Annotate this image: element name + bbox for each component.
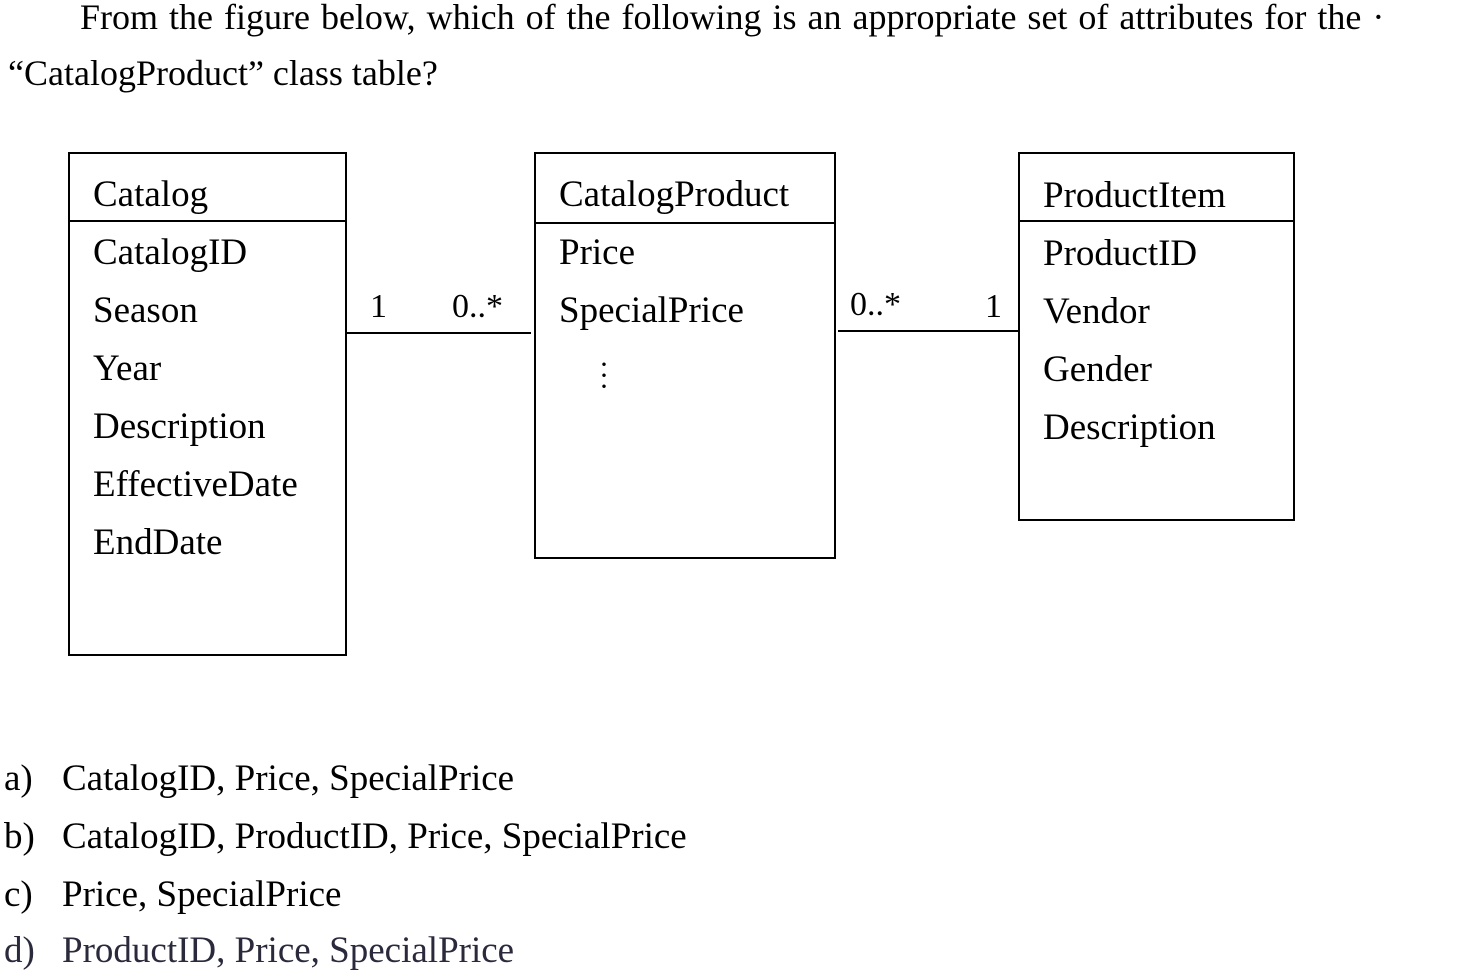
class-catalogproduct-name: CatalogProduct bbox=[559, 174, 790, 215]
option-label: b) bbox=[4, 816, 35, 857]
option-text: CatalogID, ProductID, Price, SpecialPric… bbox=[62, 816, 687, 857]
attribute: SpecialPrice bbox=[559, 290, 744, 331]
attribute: Year bbox=[93, 348, 162, 389]
class-catalogproduct-header: CatalogProduct bbox=[536, 154, 834, 224]
association-line-catalogproduct-productitem bbox=[838, 330, 1020, 332]
option-label: a) bbox=[4, 758, 33, 799]
class-catalog: Catalog CatalogID Season Year Descriptio… bbox=[68, 152, 347, 656]
attribute: Gender bbox=[1043, 349, 1152, 390]
class-catalogproduct: CatalogProduct Price SpecialPrice ··· bbox=[534, 152, 836, 559]
attribute: CatalogID bbox=[93, 232, 248, 273]
answer-option-b[interactable]: b) CatalogID, ProductID, Price, SpecialPr… bbox=[4, 815, 687, 859]
ellipsis-vertical-icon: ··· bbox=[599, 348, 609, 403]
multiplicity-label: 1 bbox=[370, 288, 387, 325]
attribute: EndDate bbox=[93, 522, 223, 563]
class-productitem-attributes: ProductID Vendor Gender Description bbox=[1043, 225, 1216, 457]
answer-option-d[interactable]: d) ProductID, Price, SpecialPrice bbox=[4, 929, 514, 973]
class-productitem-header: ProductItem bbox=[1020, 154, 1293, 222]
attribute: Description bbox=[1043, 407, 1216, 448]
attribute: EffectiveDate bbox=[93, 464, 298, 505]
option-text: Price, SpecialPrice bbox=[62, 874, 342, 915]
class-catalog-attributes: CatalogID Season Year Description Effect… bbox=[93, 224, 298, 572]
class-productitem: ProductItem ProductID Vendor Gender Desc… bbox=[1018, 152, 1295, 521]
option-label: c) bbox=[4, 874, 33, 915]
question-text-line-2: “CatalogProduct” class table? bbox=[8, 53, 438, 93]
attribute: Vendor bbox=[1043, 291, 1150, 332]
option-text: ProductID, Price, SpecialPrice bbox=[62, 930, 515, 971]
class-catalogproduct-attributes: Price SpecialPrice bbox=[559, 224, 744, 340]
multiplicity-label: 0..* bbox=[452, 288, 503, 325]
class-productitem-name: ProductItem bbox=[1043, 175, 1226, 216]
answer-option-a[interactable]: a) CatalogID, Price, SpecialPrice bbox=[4, 757, 514, 801]
association-line-catalog-catalogproduct bbox=[347, 332, 531, 334]
attribute: Price bbox=[559, 232, 636, 273]
class-catalog-name: Catalog bbox=[93, 174, 209, 215]
attribute: Season bbox=[93, 290, 198, 331]
attribute: Description bbox=[93, 406, 266, 447]
option-label: d) bbox=[4, 930, 35, 971]
option-text: CatalogID, Price, SpecialPrice bbox=[62, 758, 515, 799]
multiplicity-label: 0..* bbox=[850, 286, 901, 323]
question-text-line-1: From the figure below, which of the foll… bbox=[80, 0, 1385, 37]
multiplicity-label: 1 bbox=[985, 288, 1002, 325]
answer-option-c[interactable]: c) Price, SpecialPrice bbox=[4, 873, 341, 917]
class-catalog-header: Catalog bbox=[70, 154, 345, 222]
attribute: ProductID bbox=[1043, 233, 1198, 274]
